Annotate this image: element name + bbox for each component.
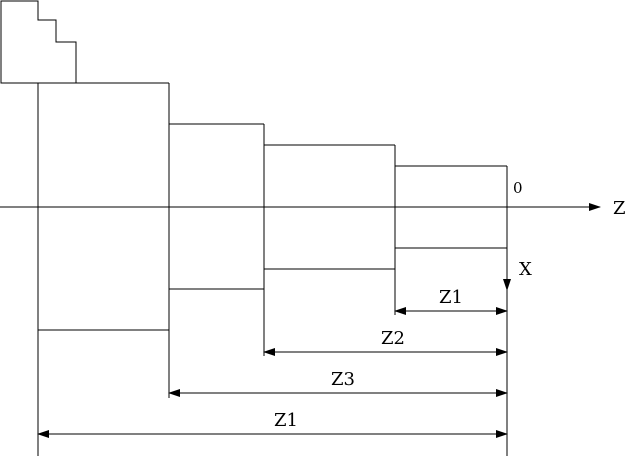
x-axis-label: X bbox=[519, 259, 532, 280]
chuck-jaw bbox=[0, 0, 77, 84]
z-axis-label: Z bbox=[613, 198, 626, 219]
origin-label: 0 bbox=[513, 179, 523, 197]
workpiece bbox=[37, 82, 508, 456]
dim-z1-short-label: Z1 bbox=[439, 287, 463, 308]
dimension-lines: Z1 Z2 Z3 Z1 bbox=[37, 287, 508, 438]
dim-z3-label: Z3 bbox=[331, 369, 355, 390]
dim-z1-total-label: Z1 bbox=[274, 410, 298, 431]
dim-z2-label: Z2 bbox=[381, 328, 405, 349]
